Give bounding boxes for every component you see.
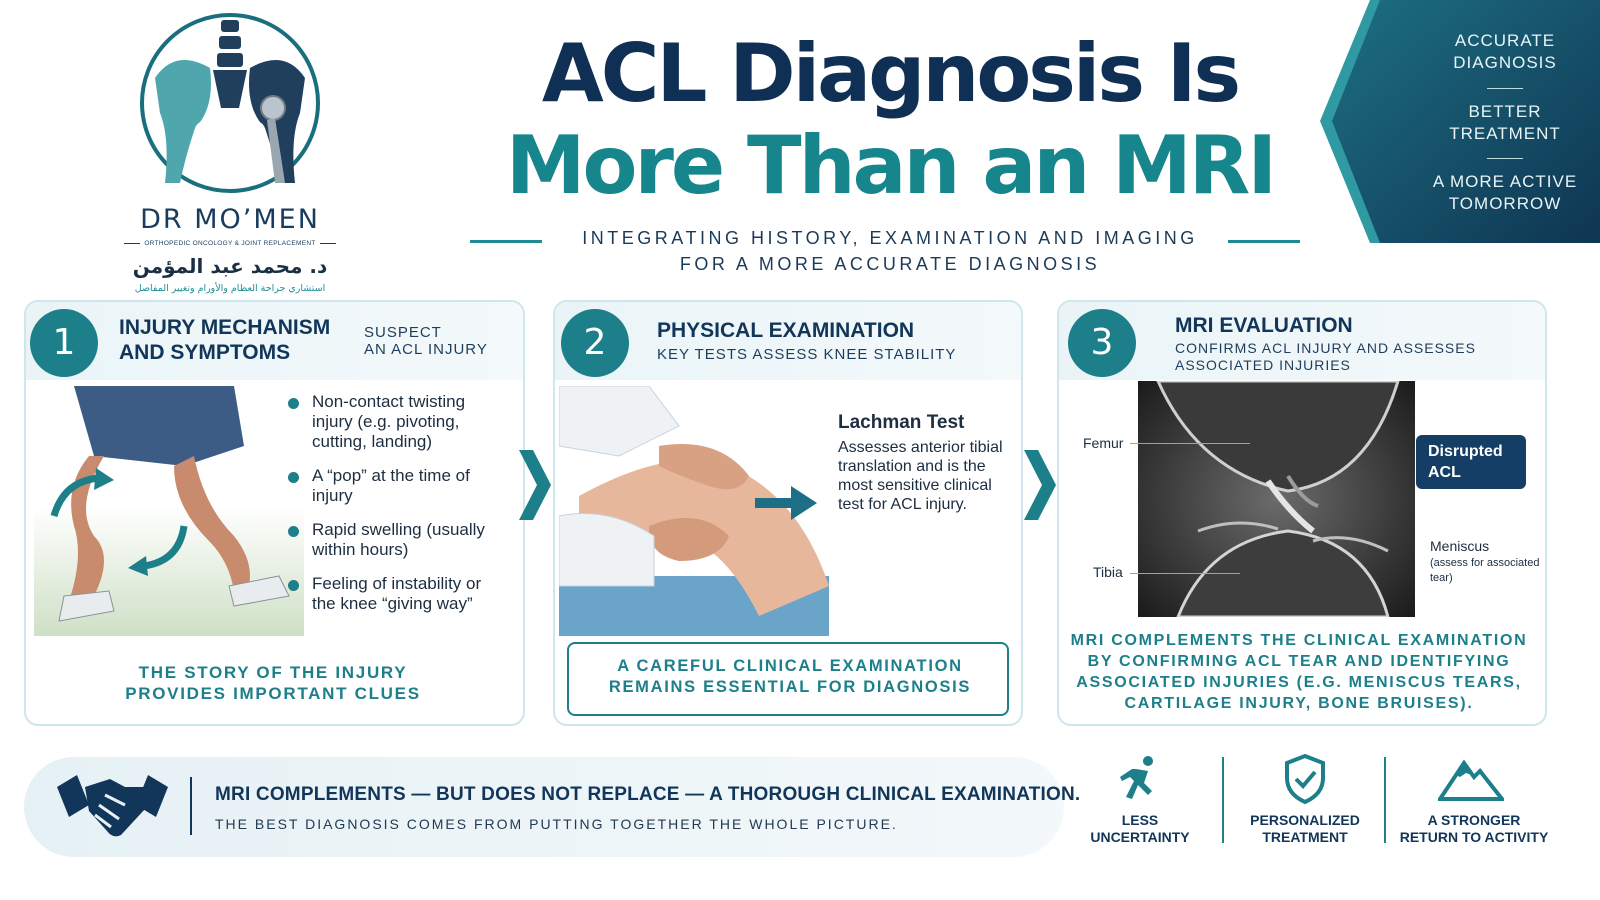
- step-3-caption-line-1: MRI COMPLEMENTS THE CLINICAL EXAMINATION: [1070, 632, 1528, 649]
- list-item: Rapid swelling (usually within hours): [288, 520, 503, 560]
- meniscus-note-line-2: tear): [1430, 572, 1453, 584]
- step-2-caption: A CAREFUL CLINICAL EXAMINATION REMAINS E…: [570, 656, 1010, 698]
- banner-diagnosis: DIAGNOSIS: [1453, 53, 1557, 72]
- list-item: Non-contact twisting injury (e.g. pivoti…: [288, 392, 503, 452]
- step-1-caption-line-1: THE STORY OF THE INJURY: [138, 663, 408, 682]
- meniscus-note: (assess for associated tear): [1430, 556, 1539, 586]
- bottom-divider: [190, 777, 192, 835]
- lachman-test-illustration: [559, 386, 829, 636]
- benefit-divider: [1222, 757, 1224, 843]
- card-header: [1059, 302, 1545, 380]
- handshake-icon: [57, 775, 168, 837]
- step-number-3: 3: [1068, 309, 1136, 377]
- step-1-subtitle: SUSPECT AN ACL INJURY: [364, 324, 488, 358]
- meniscus-note-line-1: (assess for associated: [1430, 557, 1540, 569]
- banner-divider: [1487, 88, 1523, 89]
- step-3-caption: MRI COMPLEMENTS THE CLINICAL EXAMINATION…: [1068, 630, 1530, 714]
- disrupted-acl-line-1: Disrupted: [1428, 443, 1503, 460]
- benefit-personalized-treatment: PERSONALIZED TREATMENT: [1240, 812, 1370, 846]
- banner-accurate: ACCURATE: [1454, 31, 1556, 50]
- step-1-title: INJURY MECHANISM AND SYMPTOMS: [119, 315, 330, 365]
- step-1-caption-line-2: PROVIDES IMPORTANT CLUES: [125, 684, 421, 703]
- subtitle-line-2: FOR A MORE ACCURATE DIAGNOSIS: [679, 254, 1101, 274]
- mri-label-tibia: Tibia: [1093, 564, 1123, 580]
- step-2-title: PHYSICAL EXAMINATION: [657, 319, 915, 342]
- subtitle-rule-right: [1228, 240, 1300, 243]
- step-3-caption-line-4: CARTILAGE INJURY, BONE BRUISES).: [1124, 695, 1474, 712]
- test-name: Lachman Test: [838, 412, 965, 433]
- page-title-line-1: ACL Diagnosis Is: [541, 27, 1241, 120]
- step-3-caption-line-3: ASSOCIATED INJURIES (E.G. MENISCUS TEARS…: [1076, 674, 1522, 691]
- mountain-icon: [1438, 759, 1504, 801]
- injured-leg-illustration: [34, 386, 304, 636]
- test-description: Assesses anterior tibial translation and…: [838, 439, 1003, 513]
- step-2-subtitle: KEY TESTS ASSESS KNEE STABILITY: [657, 346, 957, 363]
- step-3-subtitle: CONFIRMS ACL INJURY AND ASSESSES ASSOCIA…: [1175, 340, 1476, 374]
- runner-icon: [1120, 756, 1153, 799]
- banner-divider: [1487, 158, 1523, 159]
- logo-arabic-name: د. محمد عبد المؤمن: [132, 254, 328, 278]
- step-2-caption-line-1: A CAREFUL CLINICAL EXAMINATION: [617, 657, 963, 675]
- mri-label-meniscus: Meniscus: [1430, 538, 1490, 554]
- knee-mri-image: [1138, 381, 1415, 617]
- clinic-logo: DR MO’MEN ORTHOPEDIC ONCOLOGY & JOINT RE…: [110, 8, 350, 298]
- step-1-title-line-1: INJURY MECHANISM: [119, 316, 331, 339]
- pelvis-hip-logo-icon: [140, 13, 320, 193]
- logo-specialty: ORTHOPEDIC ONCOLOGY & JOINT REPLACEMENT: [110, 240, 350, 247]
- disrupted-acl-line-2: ACL: [1428, 464, 1461, 481]
- benefit-line-2: UNCERTAINTY: [1090, 829, 1190, 845]
- banner-more-active: A MORE ACTIVE: [1432, 172, 1578, 191]
- femur-leader-line: [1130, 443, 1250, 444]
- benefit-line-1: PERSONALIZED: [1250, 812, 1360, 828]
- step-3-subtitle-line-2: ASSOCIATED INJURIES: [1175, 357, 1351, 373]
- banner-better: BETTER: [1468, 102, 1542, 121]
- step-1-caption: THE STORY OF THE INJURY PROVIDES IMPORTA…: [40, 662, 506, 704]
- banner-treatment: TREATMENT: [1449, 124, 1561, 143]
- card-header: [555, 302, 1021, 380]
- step-3-subtitle-line-1: CONFIRMS ACL INJURY AND ASSESSES: [1175, 340, 1476, 356]
- benefit-less-uncertainty: LESS UNCERTAINTY: [1080, 812, 1200, 846]
- symptom-list: Non-contact twisting injury (e.g. pivoti…: [288, 392, 503, 628]
- list-item: Feeling of instability or the knee “givi…: [288, 574, 503, 614]
- step-1-title-line-2: AND SYMPTOMS: [119, 341, 291, 364]
- step-card-2: [553, 300, 1023, 726]
- benefit-line-2: RETURN TO ACTIVITY: [1399, 829, 1549, 845]
- key-message-bar: [24, 757, 1064, 857]
- key-message: MRI COMPLEMENTS — BUT DOES NOT REPLACE —…: [215, 784, 1081, 805]
- step-3-title: MRI EVALUATION: [1175, 314, 1353, 337]
- benefit-divider: [1384, 757, 1386, 843]
- banner-tomorrow: TOMORROW: [1448, 194, 1562, 213]
- benefit-line-1: A STRONGER: [1427, 812, 1521, 828]
- step-number-2: 2: [561, 309, 629, 377]
- logo-arabic-title: استشاري جراحة العظام والأورام وتغيير الم…: [134, 283, 326, 294]
- benefit-line-1: LESS: [1121, 812, 1159, 828]
- disrupted-acl-callout: Disrupted ACL: [1416, 435, 1526, 489]
- subtitle-line-1: INTEGRATING HISTORY, EXAMINATION AND IMA…: [582, 228, 1198, 248]
- tibia-leader-line: [1130, 573, 1240, 574]
- step-1-subtitle-line-1: SUSPECT: [364, 324, 442, 341]
- shield-check-icon: [1285, 754, 1325, 804]
- list-item: A “pop” at the time of injury: [288, 466, 503, 506]
- step-2-caption-line-2: REMAINS ESSENTIAL FOR DIAGNOSIS: [608, 678, 972, 696]
- step-number-1: 1: [30, 309, 98, 377]
- step-2-caption-box: [567, 642, 1009, 716]
- step-3-caption-line-2: BY CONFIRMING ACL TEAR AND IDENTIFYING: [1087, 653, 1511, 670]
- benefit-stronger-return: A STRONGER RETURN TO ACTIVITY: [1394, 812, 1554, 846]
- page-title-line-2: More Than an MRI: [505, 119, 1277, 212]
- benefit-banner: ACCURATE DIAGNOSIS BETTER TREATMENT A MO…: [1310, 0, 1600, 243]
- card-header: [26, 302, 523, 380]
- benefit-line-2: TREATMENT: [1262, 829, 1348, 845]
- chevron-right-icon: [1024, 450, 1056, 520]
- subtitle-rule-left: [470, 240, 542, 243]
- key-message-sub: THE BEST DIAGNOSIS COMES FROM PUTTING TO…: [215, 816, 898, 832]
- step-1-subtitle-line-2: AN ACL INJURY: [364, 341, 488, 358]
- banner-shape: [1320, 0, 1600, 243]
- mri-label-femur: Femur: [1083, 435, 1124, 451]
- step-card-1: [24, 300, 525, 726]
- chevron-right-icon: [519, 450, 551, 520]
- logo-name: DR MO’MEN: [140, 204, 320, 235]
